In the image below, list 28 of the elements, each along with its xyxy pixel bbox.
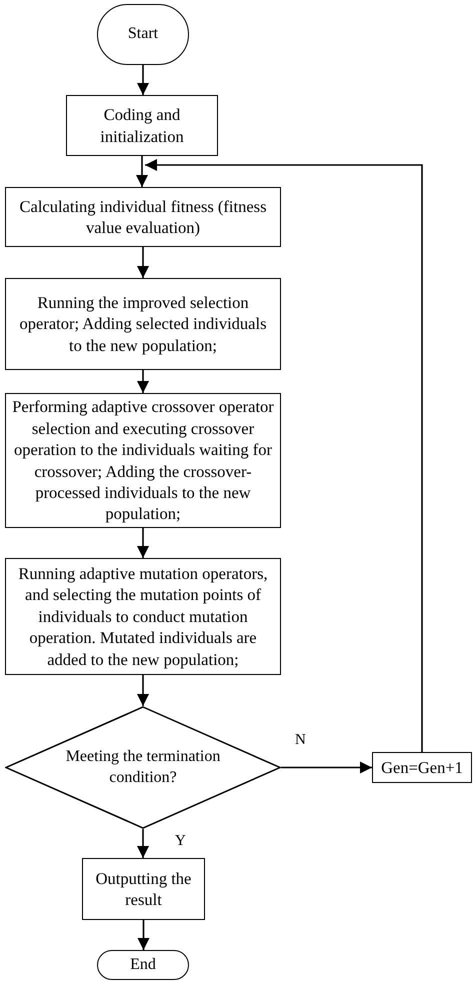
arrow [138, 920, 150, 950]
node-text: Gen=Gen+1 [381, 756, 463, 778]
node-text: Running the improved selection operator; Adding selected individuals to the new population; [18, 292, 268, 356]
terminal-shape [97, 950, 189, 980]
node-text: Outputting the result [94, 868, 192, 910]
arrow [136, 156, 148, 187]
decision-diamond [5, 706, 281, 829]
arrow [137, 675, 149, 706]
node-text: Calculating individual fitness (fitness value evaluation) [18, 196, 268, 238]
arrow [137, 247, 149, 278]
process-box [82, 858, 205, 920]
arrow [137, 528, 149, 558]
node-text: Coding and initialization [99, 104, 185, 147]
node-text: Running adaptive mutation operators, and selecting the mutation points of individuals to conduct mutation operation. Mutated individuals are added to the new population; [17, 562, 269, 670]
process-box [5, 187, 281, 247]
process-box [5, 278, 281, 370]
process-box [372, 752, 472, 783]
arrow [281, 762, 372, 774]
node-text: Start [128, 24, 158, 44]
node-text: Meeting the termination condition? [65, 746, 221, 788]
node-text: Performing adaptive crossover operator selection and executing crossover operation to the individuals waiting for crossover; Adding the crossover-processed individuals to the new population; [12, 396, 274, 525]
node-text: End [130, 954, 156, 975]
arrow [137, 370, 149, 393]
process-box [5, 558, 281, 675]
arrow [137, 65, 149, 95]
arrow [137, 829, 149, 858]
process-box [66, 95, 218, 156]
arrow [145, 159, 423, 752]
